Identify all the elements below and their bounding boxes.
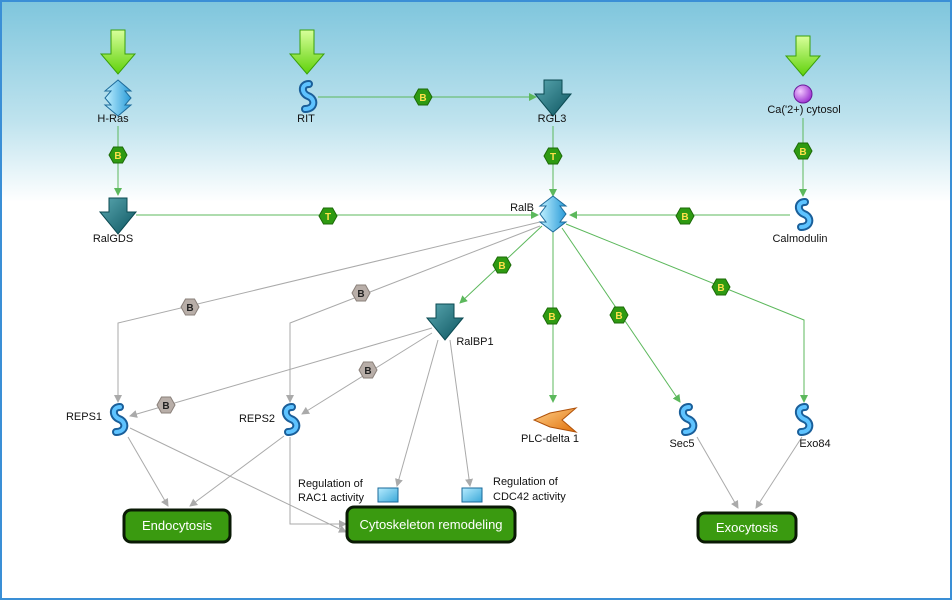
edge-label-text: B bbox=[419, 93, 426, 104]
cdc42-label-line1: Regulation of bbox=[493, 476, 559, 488]
process-label: Exocytosis bbox=[716, 520, 779, 535]
edge-label-text: B bbox=[799, 147, 806, 158]
edge-label-text: B bbox=[717, 283, 724, 294]
input-arrows bbox=[99, 29, 822, 77]
gtpase-icon bbox=[103, 79, 133, 117]
ca-node[interactable] bbox=[793, 84, 813, 104]
edge-label-ralbp1-reps2[interactable]: B bbox=[358, 361, 378, 379]
rac1-label-line1: Regulation of bbox=[298, 478, 364, 490]
rac1-label-line2: RAC1 activity bbox=[298, 492, 365, 504]
edge-label-rit-rgl3[interactable]: B bbox=[413, 88, 433, 106]
node-labels: H-Ras RIT RGL3 Ca('2+) cytosol RalGDS Ra… bbox=[66, 104, 841, 504]
ralgds-node[interactable] bbox=[98, 197, 138, 235]
gtpase-icon bbox=[538, 195, 568, 233]
edge-label-text: T bbox=[325, 212, 331, 223]
edge-reps1-endocytosis bbox=[127, 436, 169, 507]
edge-reps1-cytoskeleton bbox=[129, 427, 347, 533]
edge-ralbp1-reps1 bbox=[129, 327, 433, 418]
cdc42-regulation-node[interactable] bbox=[461, 487, 483, 503]
reps2-node[interactable] bbox=[281, 403, 301, 436]
edge-label-calmodulin-ralb[interactable]: B bbox=[675, 207, 695, 225]
edge-label-ralb-ralbp1[interactable]: B bbox=[492, 256, 512, 274]
edge-label-text: B bbox=[364, 366, 371, 377]
input-arrow-icon bbox=[288, 29, 326, 75]
edge-label-ralgds-ralb[interactable]: T bbox=[318, 207, 338, 225]
edge-label-ralb-reps1[interactable]: B bbox=[180, 298, 200, 316]
gef-arrow-icon bbox=[533, 79, 573, 117]
edge-label-ralb-exo84[interactable]: B bbox=[711, 278, 731, 296]
process-exocytosis[interactable]: Exocytosis bbox=[696, 511, 798, 544]
inactive-edges bbox=[114, 221, 803, 533]
plc-label: PLC-delta 1 bbox=[521, 433, 579, 445]
edge-ralbp1-rac1 bbox=[395, 339, 439, 487]
edge-label-text: B bbox=[548, 312, 555, 323]
exo84-node[interactable] bbox=[794, 403, 814, 436]
gap-arrow-icon bbox=[425, 303, 465, 341]
process-cytoskeleton[interactable]: Cytoskeleton remodeling bbox=[345, 505, 517, 544]
edge-label-text: B bbox=[162, 401, 169, 412]
ralgds-label: RalGDS bbox=[93, 233, 133, 245]
rgl3-label: RGL3 bbox=[538, 113, 567, 125]
process-label: Endocytosis bbox=[142, 518, 213, 533]
exo84-label: Exo84 bbox=[799, 438, 830, 450]
ralb-label: RalB bbox=[510, 202, 534, 214]
edge-reps2-endocytosis bbox=[189, 435, 285, 507]
edge-label-hras-ralgds[interactable]: B bbox=[108, 146, 128, 164]
ralb-node[interactable] bbox=[538, 195, 568, 233]
edge-label-text: B bbox=[114, 151, 121, 162]
rac1-regulation-node[interactable] bbox=[377, 487, 399, 503]
edge-label-ralb-sec5[interactable]: B bbox=[609, 306, 629, 324]
edge-reps2-cytoskeleton bbox=[289, 437, 347, 528]
edge-label-hexagons: B B T B T B B B B B B B B B bbox=[108, 88, 813, 414]
cdc42-label-line2: CDC42 activity bbox=[493, 491, 566, 503]
edge-label-ralb-plc[interactable]: B bbox=[542, 307, 562, 325]
edge-ralb-exo84 bbox=[565, 223, 808, 403]
edge-label-text: B bbox=[615, 311, 622, 322]
edge-ralbp1-cdc42 bbox=[449, 339, 474, 487]
edge-exo84-exocytosis bbox=[755, 436, 803, 509]
enzyme-icon bbox=[532, 407, 578, 433]
edge-sec5-exocytosis bbox=[696, 436, 739, 509]
hras-node[interactable] bbox=[103, 79, 133, 117]
gef-arrow-icon bbox=[98, 197, 138, 235]
process-endocytosis[interactable]: Endocytosis bbox=[122, 508, 232, 544]
ralbp1-label: RalBP1 bbox=[456, 336, 493, 348]
sec5-label: Sec5 bbox=[669, 438, 694, 450]
calmodulin-node[interactable] bbox=[794, 198, 814, 231]
calmodulin-label: Calmodulin bbox=[772, 233, 827, 245]
edge-label-text: B bbox=[186, 303, 193, 314]
edge-label-text: T bbox=[550, 152, 556, 163]
hras-label: H-Ras bbox=[97, 113, 129, 125]
reps1-node[interactable] bbox=[109, 403, 129, 436]
edge-ralb-reps1 bbox=[114, 221, 541, 403]
plc-node[interactable] bbox=[532, 407, 578, 433]
ralbp1-node[interactable] bbox=[425, 303, 465, 341]
edge-label-ralbp1-reps1[interactable]: B bbox=[156, 396, 176, 414]
edge-label-text: B bbox=[681, 212, 688, 223]
ion-icon bbox=[793, 84, 813, 104]
squiggle-nodes bbox=[109, 80, 814, 436]
ca-label: Ca('2+) cytosol bbox=[767, 104, 840, 116]
edge-ralb-reps2 bbox=[286, 225, 541, 403]
process-label: Cytoskeleton remodeling bbox=[359, 517, 502, 532]
sec5-node[interactable] bbox=[678, 403, 698, 436]
edge-label-rgl3-ralb[interactable]: T bbox=[543, 147, 563, 165]
rit-node[interactable] bbox=[298, 80, 318, 113]
edge-label-ralb-reps2[interactable]: B bbox=[351, 284, 371, 302]
rgl3-node[interactable] bbox=[533, 79, 573, 117]
reps1-label: REPS1 bbox=[66, 411, 102, 423]
input-arrow-icon bbox=[99, 29, 137, 75]
edge-label-text: B bbox=[498, 261, 505, 272]
active-edges bbox=[114, 93, 808, 403]
edge-label-ca-calmodulin[interactable]: B bbox=[793, 142, 813, 160]
edge-label-text: B bbox=[357, 289, 364, 300]
rit-label: RIT bbox=[297, 113, 315, 125]
reps2-label: REPS2 bbox=[239, 413, 275, 425]
input-arrow-icon bbox=[784, 35, 822, 77]
